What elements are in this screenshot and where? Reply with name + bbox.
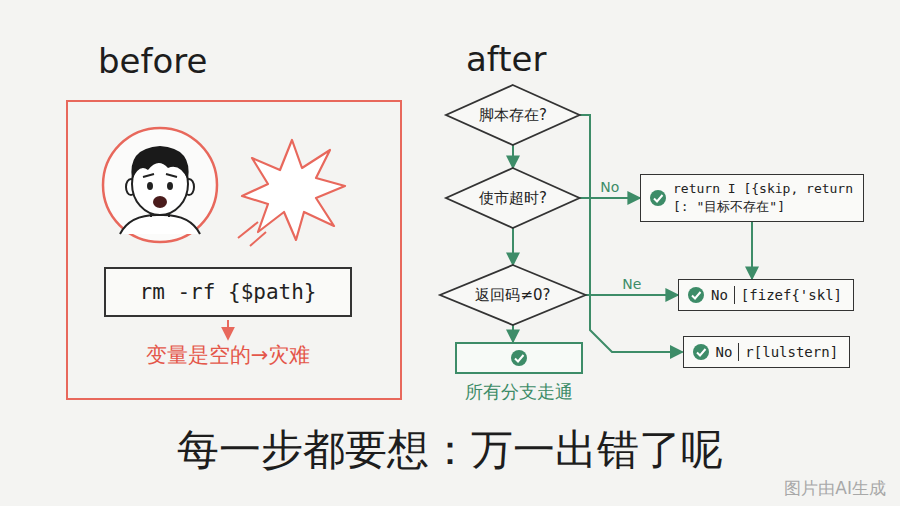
return-box: return I [{skip, return [: "目标不存在"] (640, 174, 864, 222)
diamond-shape (440, 265, 586, 325)
edge-label: No (598, 179, 621, 195)
divider (734, 286, 735, 304)
check-icon (649, 189, 667, 207)
check-circle (511, 350, 527, 366)
check-circle (650, 190, 666, 206)
diamond-shape (446, 85, 580, 145)
divider (738, 343, 739, 361)
edge-label: Ne (620, 276, 643, 292)
command-box: rm -rf {$path} (104, 267, 352, 317)
check-mark (515, 355, 524, 362)
check-icon (510, 349, 528, 367)
result-box: No r[lulstern] (683, 336, 850, 368)
check-mark (654, 195, 663, 202)
decision-text: 使市超时? (479, 189, 547, 208)
check-circle (693, 344, 709, 360)
decision-diamond: 使市超时? (446, 168, 580, 228)
decision-diamond: 返回码≠0? (440, 265, 586, 325)
success-caption: 所有分支走通 (465, 380, 573, 404)
after-heading: after (466, 36, 546, 82)
worried-face (103, 128, 217, 242)
success-frame (455, 342, 583, 374)
explosion-burst (238, 140, 345, 246)
result-text: r[lulstern] (745, 344, 838, 360)
consequence-arrow (227, 320, 229, 338)
flow-connector (586, 294, 678, 296)
flow-connector (580, 115, 683, 352)
flow-connector (512, 325, 514, 342)
flow-connector (580, 197, 640, 199)
check-mark (692, 292, 701, 299)
result-status: No (711, 287, 728, 303)
watermark: 图片由AI生成 (784, 477, 886, 500)
check-mark (697, 349, 706, 356)
flow-connector (512, 145, 514, 168)
decision-text: 返回码≠0? (475, 286, 550, 305)
check-circle (688, 287, 704, 303)
panel-heading: before (98, 38, 402, 84)
flow-connector (751, 222, 753, 279)
decision-diamond: 脚本存在? (446, 85, 580, 145)
result-text: [fizef{'skl] (741, 287, 842, 303)
bottom-caption: 每一步都要想：万一出错了呢 (0, 422, 900, 478)
decision-text: 脚本存在? (479, 106, 547, 125)
diamond-shape (446, 168, 580, 228)
return-text: return I [{skip, return [: "目标不存在"] (673, 180, 853, 215)
result-box: No [fizef{'skl] (678, 279, 854, 311)
command-text: rm -rf {$path} (139, 280, 316, 304)
success-box: 所有分支走通 (455, 342, 583, 404)
consequence-note: 变量是空的→灾难 (100, 341, 356, 369)
check-icon (687, 286, 705, 304)
flow-connector (512, 228, 514, 265)
check-icon (692, 343, 710, 361)
result-status: No (716, 344, 733, 360)
